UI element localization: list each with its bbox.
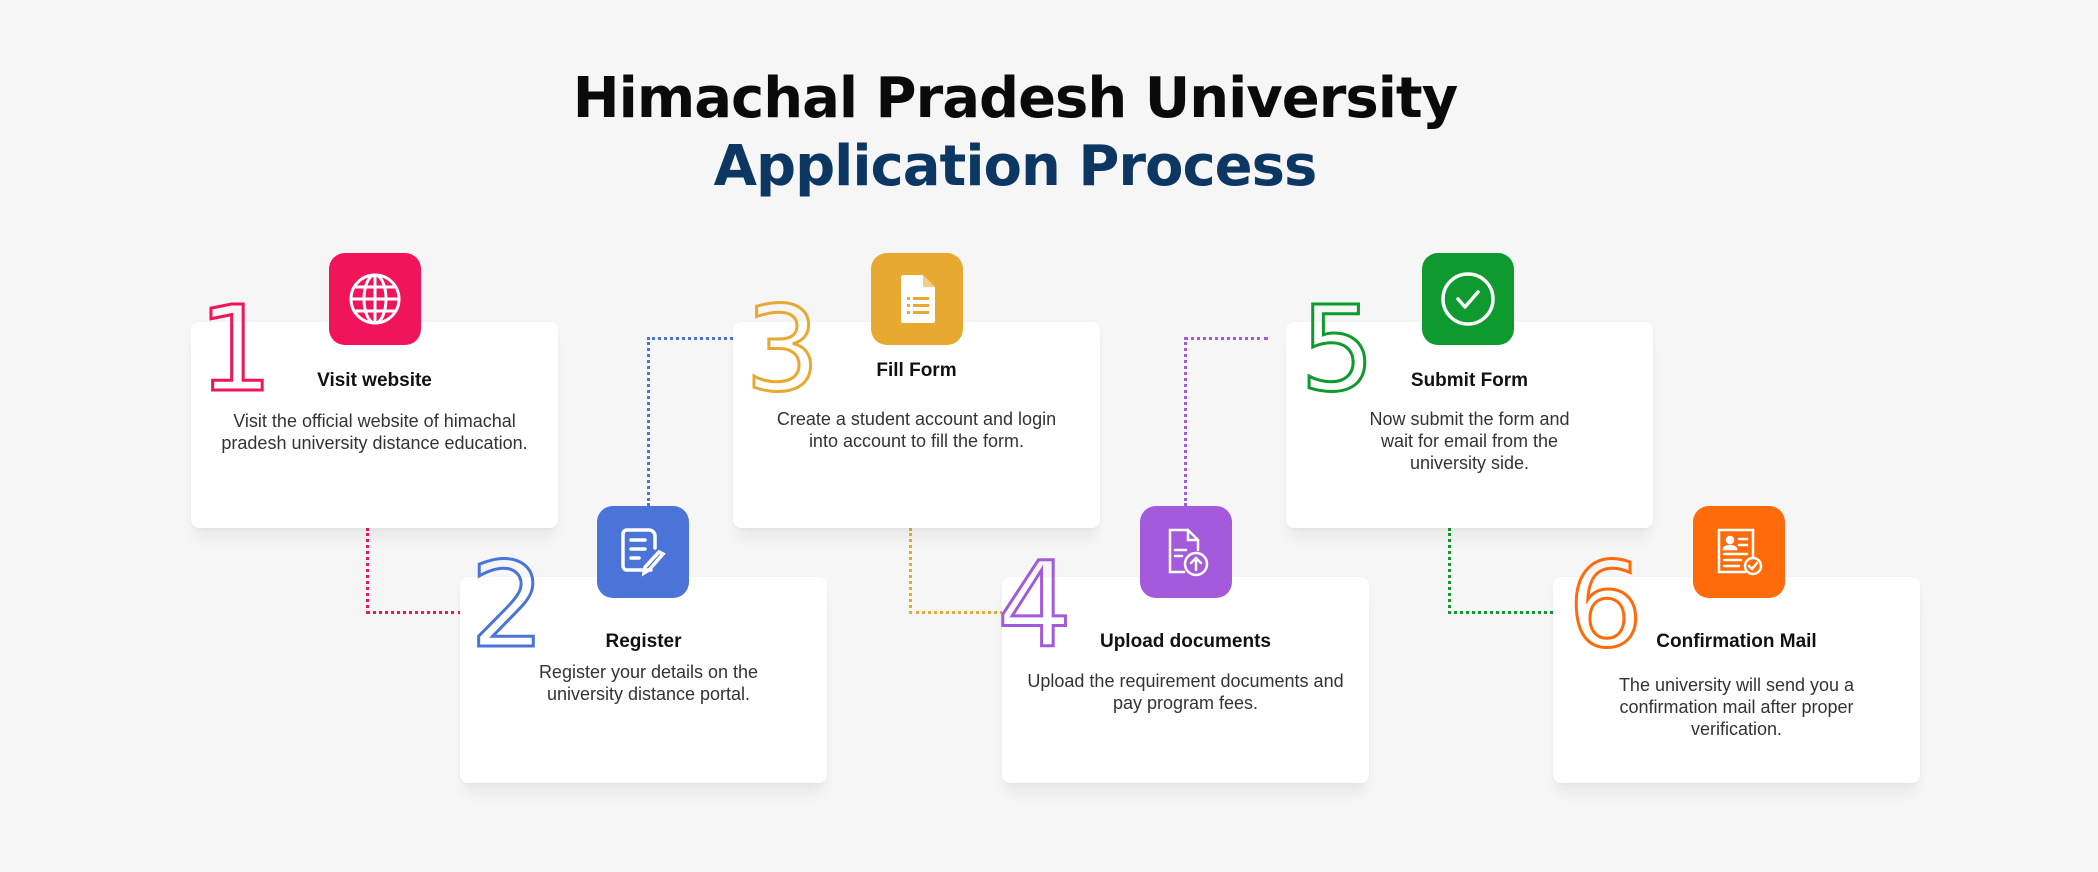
connector-4-5	[1184, 337, 1268, 506]
step-title: Fill Form	[876, 360, 957, 381]
certificate-icon	[1693, 506, 1785, 598]
step-description: Register your details on the university …	[538, 662, 759, 704]
step-card-5: Submit Form Now submit the form and wait…	[1286, 322, 1653, 528]
step-title: Register	[605, 631, 682, 652]
upload-document-icon	[1140, 506, 1232, 598]
step-number-2: 2	[468, 536, 546, 674]
globe-icon	[329, 253, 421, 345]
page-title: Himachal Pradesh University	[572, 66, 1458, 131]
step-number-1: 1	[196, 280, 274, 418]
step-card-2: Register Register your details on the un…	[460, 577, 827, 783]
connector-1-2	[366, 528, 462, 614]
step-number-4: 4	[995, 536, 1073, 674]
check-circle-icon	[1422, 253, 1514, 345]
document-edit-icon	[597, 506, 689, 598]
step-title: Upload documents	[1099, 631, 1271, 652]
step-card-4: Upload documents Upload the requirement …	[1002, 577, 1369, 783]
step-description: Create a student account and login into …	[776, 409, 1057, 451]
step-card-6: Confirmation Mail The university will se…	[1553, 577, 1920, 783]
step-description: Now submit the form and wait for email f…	[1369, 409, 1570, 473]
step-number-5: 5	[1298, 280, 1376, 418]
step-card-3: Fill Form Create a student account and l…	[733, 322, 1100, 528]
connector-5-6	[1448, 528, 1553, 614]
connector-3-4	[909, 528, 1003, 614]
step-title: Submit Form	[1410, 370, 1529, 391]
connector-2-3	[647, 337, 733, 506]
step-description: Visit the official website of himachal p…	[221, 411, 528, 453]
form-icon	[871, 253, 963, 345]
step-title: Visit website	[317, 370, 432, 391]
step-title: Confirmation Mail	[1656, 631, 1817, 652]
page-subtitle: Application Process	[713, 134, 1318, 199]
step-number-3: 3	[743, 280, 821, 418]
step-card-1: Visit website Visit the official website…	[191, 322, 558, 528]
step-number-6: 6	[1566, 536, 1644, 674]
step-description: The university will send you a confirmat…	[1618, 675, 1855, 739]
step-description: Upload the requirement documents and pay…	[1027, 671, 1344, 713]
